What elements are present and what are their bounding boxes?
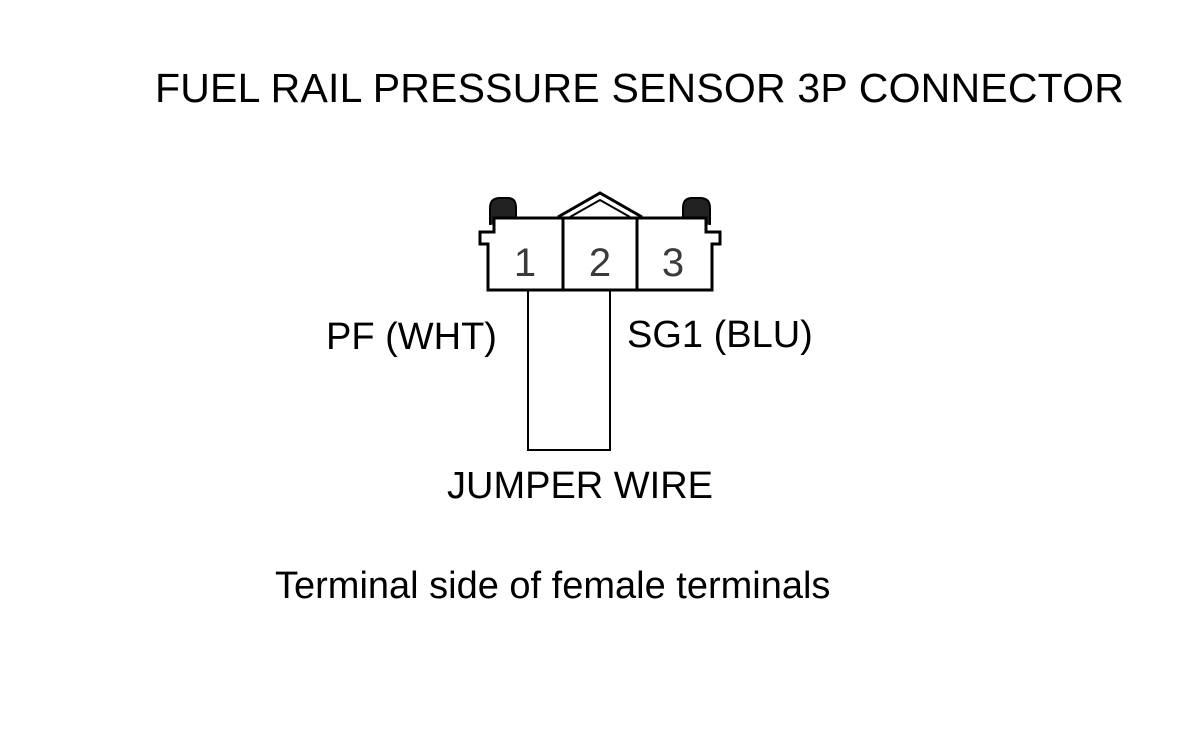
jumper-wire-label: JUMPER WIRE [447, 465, 713, 507]
pf-wire-label: PF (WHT) [326, 316, 497, 358]
terminal-2-number: 2 [589, 241, 611, 285]
terminal-side-caption: Terminal side of female terminals [275, 565, 831, 607]
terminal-3-number: 3 [662, 241, 684, 285]
connector-body [478, 216, 722, 292]
connector-key-peak-inner [569, 198, 631, 218]
diagram-title: FUEL RAIL PRESSURE SENSOR 3P CONNECTOR [155, 65, 1125, 111]
terminal-1-number: 1 [514, 241, 536, 285]
sg1-wire-label: SG1 (BLU) [627, 314, 813, 356]
connector-key-peak [557, 191, 643, 219]
jumper-wire [527, 290, 611, 451]
